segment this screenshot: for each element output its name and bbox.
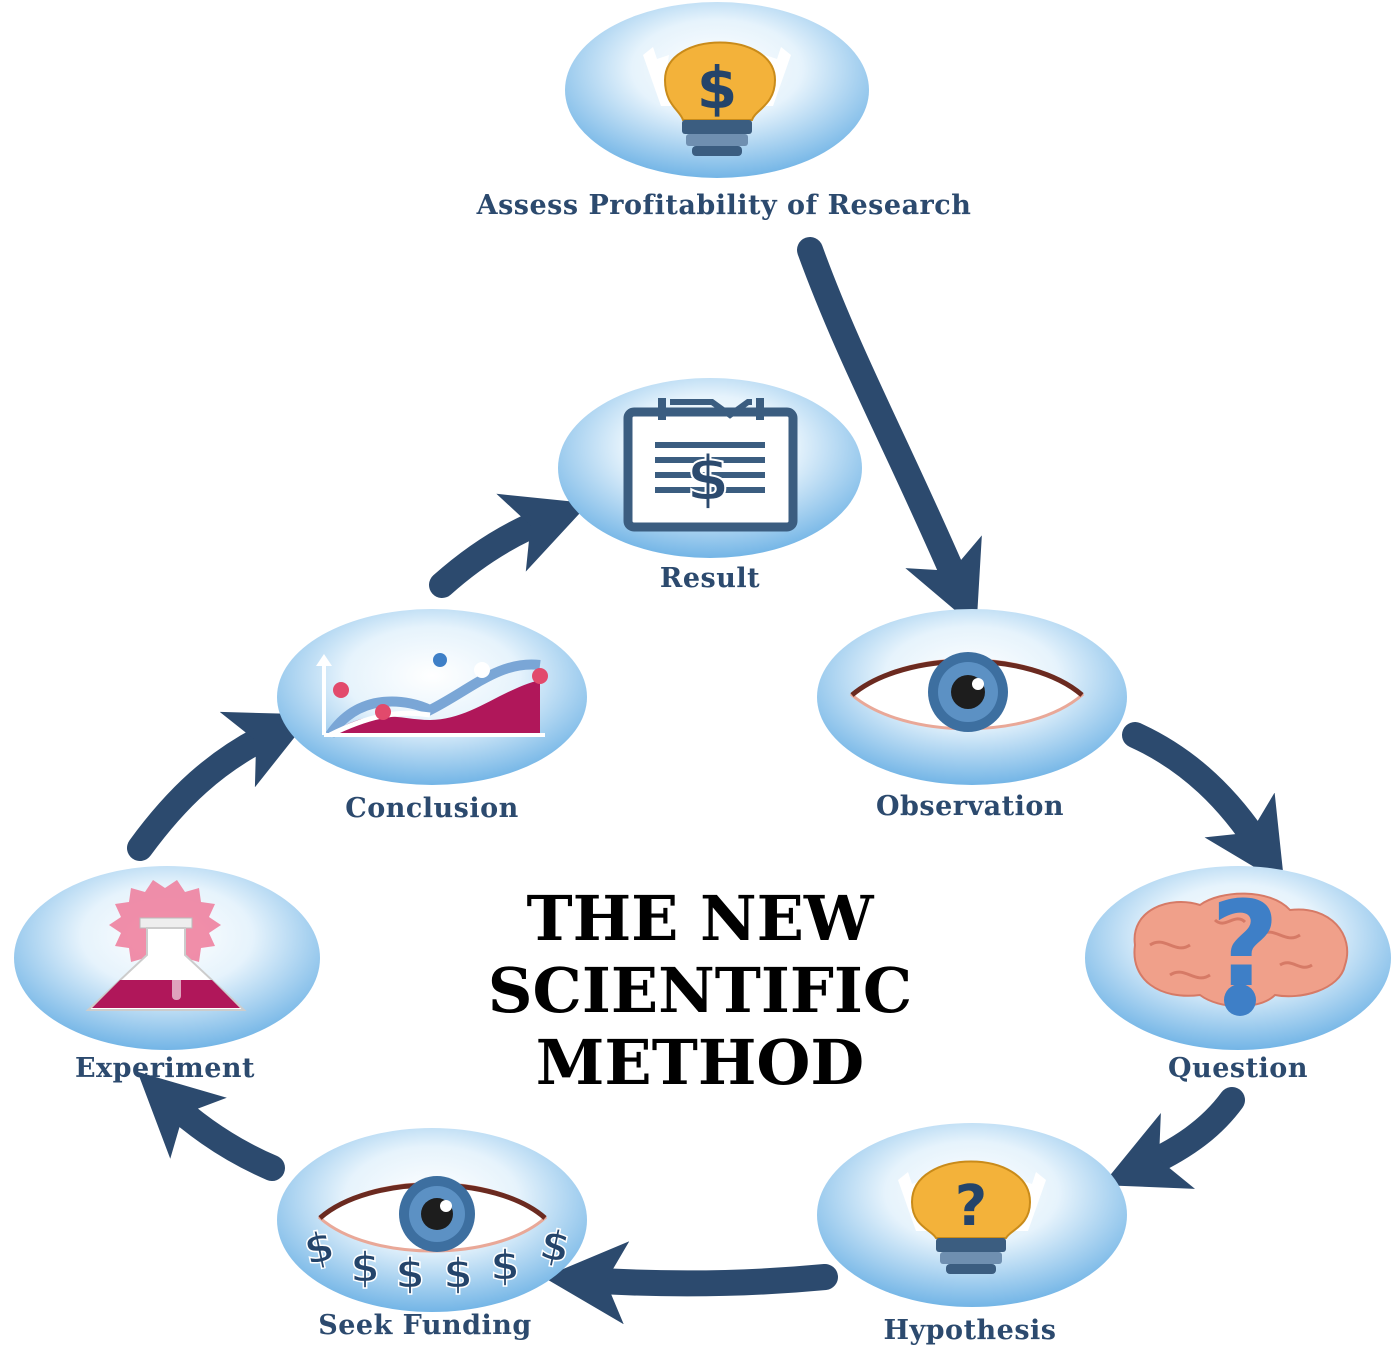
arrow-assess-to-observation [797,237,982,629]
step-observation [817,609,1127,785]
arrow-conclusion-to-result [429,493,589,598]
step-label-seek-funding: Seek Funding [318,1310,532,1341]
dollar-glyph: $ [395,1249,424,1298]
step-label-question: Question [1168,1053,1308,1084]
arrow-experiment-to-conclusion [127,711,313,861]
dollar-glyph: $ [443,1249,472,1298]
lightbulb-dollar-icon: $ [643,41,791,156]
step-bubble [277,609,587,785]
cycle-arrows [127,237,1285,1325]
dollar-glyph: $ [490,1241,519,1290]
title-line-1: THE NEW [526,882,874,955]
title-line-2: SCIENTIFIC [487,954,913,1027]
arrow-hypothesis-to-seek-funding [543,1241,838,1325]
flask-icon [85,880,247,1011]
step-experiment [14,866,320,1050]
step-label-experiment: Experiment [74,1053,256,1084]
step-assess-profitability: $ [565,2,869,178]
brain-question-icon: ? [1133,875,1349,1016]
step-result: $ [558,378,862,558]
step-label-conclusion: Conclusion [345,793,519,824]
step-question: ? [1085,866,1391,1050]
step-conclusion [277,609,587,785]
dollar-glyph: $ [697,54,737,122]
dollar-glyph: $ [350,1243,379,1292]
title-line-3: METHOD [535,1026,865,1099]
arrow-question-to-hypothesis [1102,1087,1245,1189]
question-glyph: ? [955,1174,987,1239]
step-hypothesis: ? [817,1123,1127,1307]
eye-icon [849,652,1085,732]
step-seek-funding: $ $ $ $ $ $ [277,1128,587,1312]
lightbulb-question-icon: ? [898,1160,1046,1274]
step-label-result: Result [659,563,761,594]
chart-icon [316,653,548,738]
step-label-hypothesis: Hypothesis [883,1315,1057,1346]
step-label-observation: Observation [875,791,1065,822]
arrow-seek-funding-to-experiment [137,1071,285,1181]
step-label-assess-profitability: Assess Profitability of Research [476,190,972,221]
arrow-observation-to-question [1122,722,1285,886]
clipboard-dollar-icon: $ [623,398,798,532]
dollar-glyph: $ [686,442,729,515]
